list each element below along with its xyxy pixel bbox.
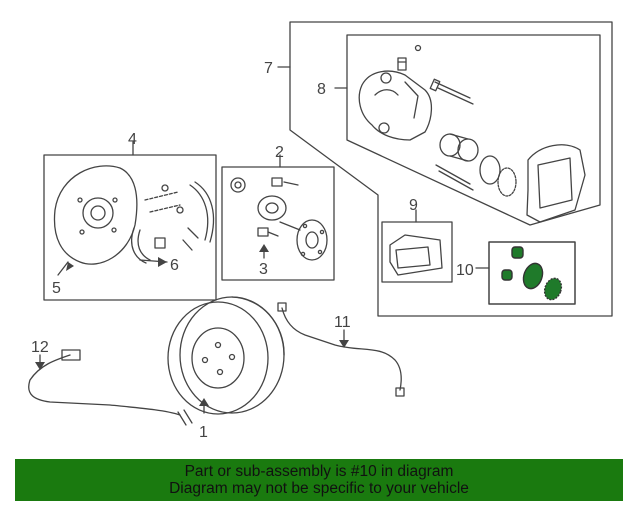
seal-kit-piston-seal [522, 262, 544, 290]
callout-11: 11 [334, 314, 351, 331]
brake-disc [167, 296, 285, 415]
parking-brake-shoes [131, 181, 215, 264]
callout-7: 7 [264, 60, 273, 77]
group-2-box [221, 166, 335, 281]
brake-pads [389, 234, 443, 276]
bleeder-screw [397, 44, 422, 71]
banner-line-2: Diagram may not be specific to your vehi… [169, 480, 469, 497]
piston-seal [479, 155, 501, 185]
hub-bolt [257, 227, 279, 237]
wheel-hub [230, 177, 328, 261]
callout-4: 4 [128, 131, 137, 148]
seal-kit-dust-seal [543, 277, 563, 301]
callout-8: 8 [317, 81, 326, 98]
part-info-banner: Part or sub-assembly is #10 in diagram D… [15, 459, 623, 501]
group-10-box [488, 241, 576, 305]
callout-5: 5 [52, 280, 61, 297]
banner-line-1: Part or sub-assembly is #10 in diagram [184, 463, 454, 480]
seal-kit-boot-1 [511, 246, 524, 259]
callout-1: 1 [199, 424, 208, 441]
wheel-speed-sensor [28, 349, 193, 426]
dust-boot [497, 167, 517, 197]
guide-pins [429, 78, 474, 191]
caliper-piston [439, 133, 479, 162]
group-4-box [43, 154, 217, 301]
callout-12: 12 [31, 339, 49, 356]
callout-6: 6 [170, 257, 179, 274]
backing-plate [53, 165, 138, 265]
callout-3: 3 [259, 261, 268, 278]
callout-2: 2 [275, 144, 284, 161]
seal-kit-parts [501, 246, 563, 301]
seal-kit-boot-2 [501, 269, 513, 281]
callout-10: 10 [456, 262, 474, 279]
caliper-bracket [526, 144, 586, 223]
callout-9: 9 [409, 197, 418, 214]
group-9-box [381, 221, 453, 283]
caliper-body [358, 70, 433, 141]
group-8-outline [346, 34, 601, 226]
brake-hose [277, 302, 405, 397]
group-7-outline [289, 21, 613, 317]
